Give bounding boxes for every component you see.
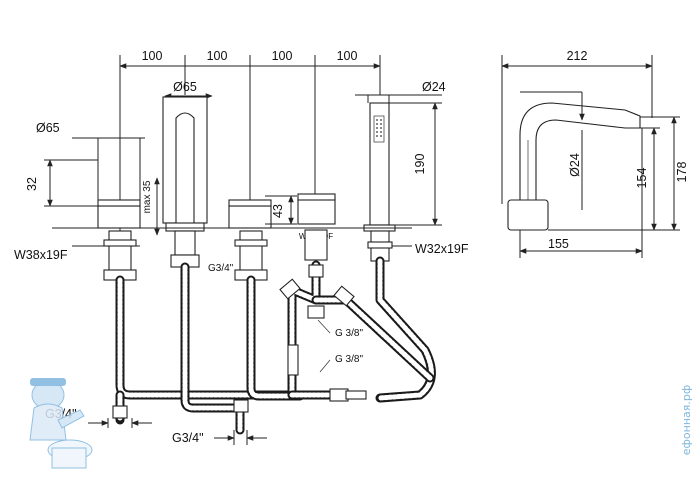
dim-100-4: 100 [337, 49, 358, 63]
side-base: 155 [548, 237, 569, 251]
plumber-mascot-logo [29, 378, 93, 469]
thread-labels: W38x19F W32x19F G3/4" G 3/8" G 3/8" [14, 242, 469, 373]
dim-100-3: 100 [272, 49, 293, 63]
side-width: 212 [567, 49, 588, 63]
middle-handle [228, 199, 272, 229]
spout: Ø65 [162, 80, 213, 232]
hose-fittings [112, 264, 367, 419]
left-handle: Ø65 32 max 35 [25, 121, 160, 236]
thread-left: W38x19F [14, 248, 68, 262]
thread-g34-top: G3/4" [208, 263, 234, 274]
hand-shower: Ø24 190 [355, 80, 446, 232]
dim-100-2: 100 [207, 49, 228, 63]
under-deck-connectors [103, 229, 393, 281]
handle-diameter: Ø65 [36, 121, 60, 135]
thread-g34-bottom: G3/4" [172, 431, 204, 445]
shower-height: 190 [413, 154, 427, 175]
thread-g38-a: G 3/8" [335, 328, 363, 339]
spout-diameter: Ø65 [173, 80, 197, 94]
thread-g38-b: G 3/8" [335, 354, 363, 365]
dim-100-1: 100 [142, 49, 163, 63]
valve-height: 43 [271, 204, 285, 218]
top-dimension-chain: 100 100 100 100 [119, 49, 381, 235]
braided-hoses [115, 256, 436, 435]
side-178: 178 [675, 162, 689, 183]
shower-diameter: Ø24 [422, 80, 446, 94]
side-view: 212 Ø24 154 178 155 [501, 49, 689, 258]
watermark: ефонная.рф [680, 385, 693, 456]
max-depth: max 35 [142, 180, 153, 213]
side-spout-diameter: Ø24 [568, 153, 582, 177]
handle-height: 32 [25, 177, 39, 191]
thread-right: W32x19F [415, 242, 469, 256]
